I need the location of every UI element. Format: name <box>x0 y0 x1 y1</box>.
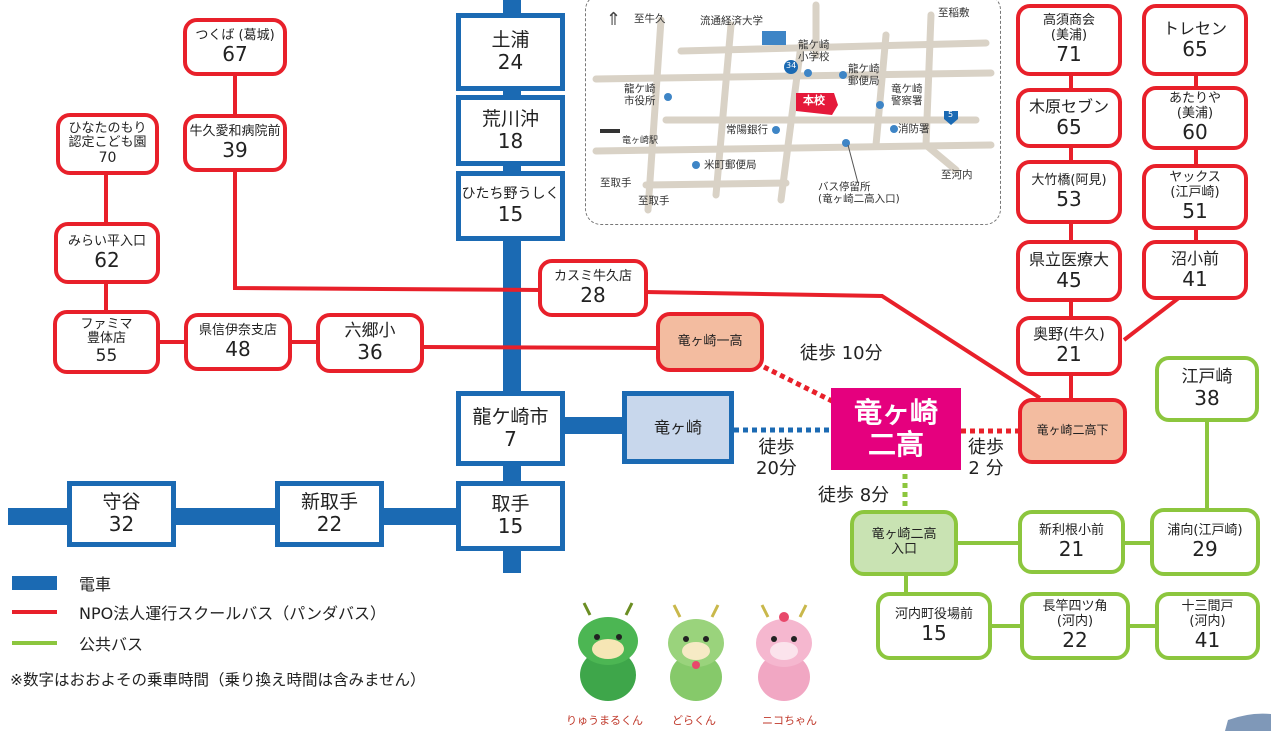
bus-stop-ichiko: 竜ヶ崎一高 <box>656 312 764 372</box>
bus-stop-otakebashi: 大竹橋(阿見)53 <box>1016 160 1122 224</box>
mascot-name-niko: ニコちゃん <box>762 714 817 727</box>
legend-school-bus: NPO法人運行スクールバス（パンダバス） <box>12 600 386 624</box>
bus-stop-nikoshita: 竜ヶ崎二高下 <box>1018 398 1127 464</box>
mascot-ryumaru-icon <box>578 602 638 701</box>
bus-stop-yakkusu: ヤックス (江戸崎)51 <box>1142 164 1248 230</box>
walk-ichiko-link <box>762 364 834 404</box>
legend-swatch-public-bus <box>12 641 57 645</box>
mascot-name-ryumaru: りゅうまるくん <box>566 714 643 727</box>
legend-public-bus: 公共バス <box>12 631 143 655</box>
map-label-police: 竜ケ崎 警察署 <box>891 83 923 108</box>
map-label-bank: 常陽銀行 <box>726 124 768 136</box>
map-label-fire: 消防署 <box>898 123 930 135</box>
mascot-illustrations <box>578 602 812 701</box>
legend-swatch-train <box>12 576 57 590</box>
mascot-dora-icon <box>668 604 724 701</box>
map-label-kawachi: 至河内 <box>941 169 973 181</box>
public-stop-nagazao: 長竿四ツ角 (河内)22 <box>1020 592 1130 660</box>
mascot-niko-icon <box>756 604 812 701</box>
public-stop-nikoiriguchi: 竜ヶ崎二高 入口 <box>850 510 958 576</box>
route34-badge <box>784 60 798 74</box>
legend-train: 電車 <box>12 571 111 595</box>
univ-building <box>762 31 786 45</box>
walk-ichiko-label: 徒歩 10分 <box>800 343 883 364</box>
bus-stop-takasu: 高須商会 (美浦)71 <box>1016 4 1122 76</box>
railway-icon <box>600 129 620 133</box>
legend-swatch-school-bus <box>12 610 57 614</box>
map-label-school: 本校 <box>803 94 825 107</box>
rail-station-ryugasaki: 竜ヶ崎 <box>622 391 734 464</box>
bus-stop-tsukuba: つくば (葛城)67 <box>183 18 287 76</box>
route5-badge <box>944 111 958 125</box>
map-label-route34: 34 <box>786 61 797 70</box>
public-stop-urago: 浦向(江戸崎)29 <box>1150 508 1260 576</box>
map-label-inashiki: 至稲敷 <box>938 7 970 19</box>
north-arrow-icon: ⇑ <box>606 9 621 30</box>
bus-stop-okuno: 奥野(牛久)21 <box>1016 316 1122 376</box>
walk-iriguchi-label: 徒歩 8分 <box>818 485 890 506</box>
bus-stop-atariya: あたりや (美浦)60 <box>1142 86 1248 150</box>
map-label-station: 竜ヶ崎駅 <box>622 136 659 146</box>
map-label-busstop: バス停留所 (竜ヶ崎二高入口) <box>818 181 900 206</box>
legend-note: ※数字はおおよその乗車時間（乗り換え時間は含みません） <box>10 671 426 689</box>
map-label-toride-1: 至取手 <box>600 177 632 189</box>
map-label-route5: 5 <box>948 110 954 119</box>
map-label-yonemachi: 米町郵便局 <box>704 159 757 171</box>
mascot-name-dora: どらくん <box>672 714 716 727</box>
school-marker <box>796 93 838 115</box>
map-label-univ: 流通経済大学 <box>700 15 763 27</box>
map-label-post: 龍ケ崎 郵便局 <box>848 63 880 88</box>
route-map: ⇑ 至牛久 流通経済大学 至稲敷 龍ケ崎 小学校 龍ケ崎 郵便局 龍ケ崎 市役所… <box>585 0 1001 225</box>
map-label-elementary: 龍ケ崎 小学校 <box>798 39 830 64</box>
map-roads: ⇑ <box>592 1 995 214</box>
destination-school-hub: 竜ヶ崎二高 <box>831 388 961 470</box>
school-bus-lines <box>104 72 1198 400</box>
map-label-ushiku: 至牛久 <box>634 13 666 25</box>
map-label-toride-2: 至取手 <box>638 195 670 207</box>
public-stop-jusanmado: 十三間戸 (河内)41 <box>1155 592 1260 660</box>
bus-graphic-edge <box>1225 713 1271 731</box>
map-label-city-office: 龍ケ崎 市役所 <box>624 83 656 108</box>
public-bus-lines <box>904 418 1209 628</box>
